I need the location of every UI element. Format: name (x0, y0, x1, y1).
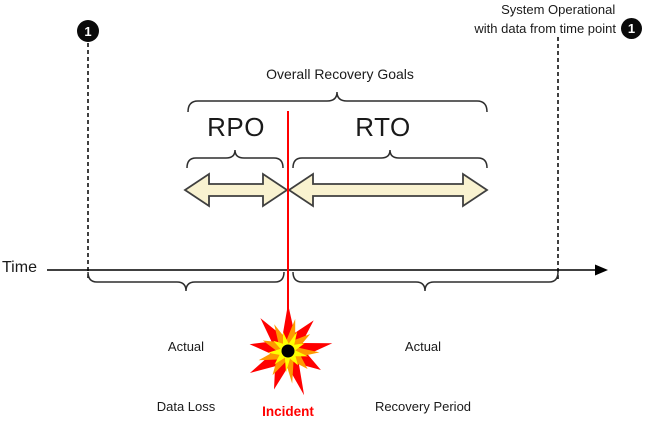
time-axis-label: Time (2, 259, 37, 276)
actual-recovery-period-line2: Recovery Period (374, 399, 472, 414)
rto-brace (292, 149, 488, 169)
overall-recovery-goals-brace (187, 91, 488, 113)
incident-burst-core (281, 344, 295, 358)
actual-recovery-period-label: Actual Recovery Period (343, 297, 503, 428)
rto-arrow (287, 172, 489, 208)
actual-recovery-period-line1: Actual (404, 339, 442, 354)
actual-recovery-period-brace (292, 271, 559, 292)
actual-data-loss-brace (87, 271, 285, 292)
rpo-label: RPO (207, 112, 265, 142)
system-operational-line2: with data from time point 1 (474, 18, 642, 39)
actual-data-loss-line1: Actual (167, 339, 205, 354)
system-operational-note: System Operational with data from time p… (474, 1, 642, 39)
system-operational-line2-text: with data from time point (474, 21, 616, 36)
timepoint-marker-left: 1 (77, 20, 99, 42)
incident-burst-icon (249, 304, 333, 396)
actual-data-loss-label: Actual Data Loss (116, 297, 256, 428)
rpo-brace (186, 149, 284, 169)
timepoint-marker-right: 1 (621, 18, 642, 39)
incident-label: Incident (262, 404, 314, 419)
time-axis-arrowhead-icon (595, 264, 608, 276)
system-operational-line1: System Operational (501, 2, 616, 17)
rto-label: RTO (355, 112, 411, 142)
actual-data-loss-line2: Data Loss (156, 399, 216, 414)
overall-recovery-goals-label: Overall Recovery Goals (266, 66, 414, 82)
rpo-arrow (183, 172, 289, 208)
